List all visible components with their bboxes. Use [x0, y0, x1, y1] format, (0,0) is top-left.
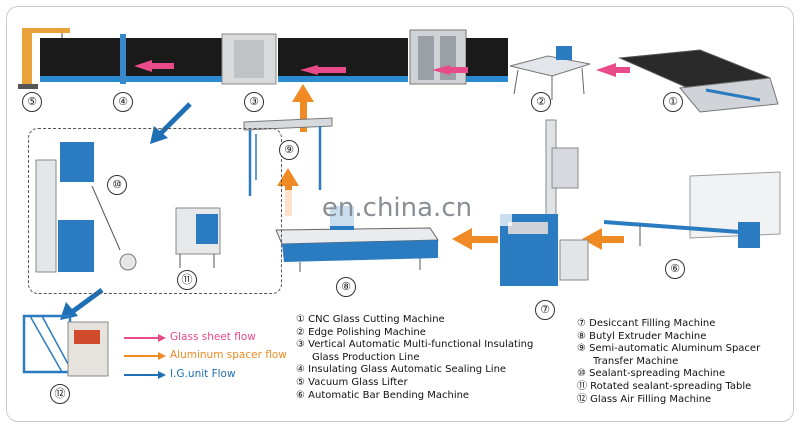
legend-glass-sheet-flow: Glass sheet flow — [170, 331, 256, 343]
top-production-line — [40, 29, 508, 85]
machine-list-item: ⑧ Butyl Extruder Machine — [577, 330, 707, 342]
machine-list-item: ⑫ Glass Air Filling Machine — [577, 393, 712, 405]
machine-list-item: ③ Vertical Automatic Multi-functional In… — [296, 339, 534, 351]
step-11-marker: ⑪ — [177, 270, 197, 290]
step-9-marker: ⑨ — [279, 140, 299, 160]
machine-list-item: ④ Insulating Glass Automatic Sealing Lin… — [296, 364, 507, 376]
step-2-marker: ② — [531, 92, 551, 112]
legend-ig-unit-flow: I.G.unit Flow — [170, 368, 236, 380]
edge-polishing-machine — [509, 46, 591, 100]
machine-list-item: Glass Production Line — [312, 351, 420, 363]
step-3-marker: ③ — [244, 92, 264, 112]
spacer-transfer-machine — [243, 117, 333, 196]
glass-air-filling-machine — [22, 314, 109, 377]
machine-list-item: ⑨ Semi-automatic Aluminum Spacer — [577, 343, 761, 355]
step-4-marker: ④ — [113, 92, 133, 112]
machine-list-item: ⑪ Rotated sealant-spreading Table — [577, 380, 752, 392]
machine-list-item: ⑦ Desiccant Filling Machine — [577, 318, 716, 329]
legend-arrows — [124, 334, 166, 379]
desiccant-filling-machine — [500, 119, 589, 286]
machine-list-right: ⑦ Desiccant Filling Machine ⑧ Butyl Extr… — [577, 318, 760, 406]
glass-flow-arrows-top — [134, 60, 630, 77]
machine-list-left: ① CNC Glass Cutting Machine ② Edge Polis… — [296, 314, 533, 402]
machine-list-item: Transfer Machine — [593, 355, 679, 367]
sealant-spreading-machine — [35, 142, 137, 273]
watermark: en.china.cn — [282, 190, 512, 226]
step-8-marker: ⑧ — [336, 277, 356, 297]
legend-aluminum-spacer-flow: Aluminum spacer flow — [170, 349, 287, 361]
step-6-marker: ⑥ — [665, 259, 685, 279]
machine-list-item: ② Edge Polishing Machine — [296, 326, 426, 338]
sealing-group-outline — [28, 128, 282, 294]
machine-list-item: ① CNC Glass Cutting Machine — [296, 314, 445, 325]
cnc-cutting-machine — [618, 49, 779, 113]
step-1-marker: ① — [663, 92, 683, 112]
step-12-marker: ⑫ — [50, 384, 70, 404]
step-7-marker: ⑦ — [535, 300, 555, 320]
machine-list-item: ⑤ Vacuum Glass Lifter — [296, 376, 408, 388]
machine-list-item: ⑩ Sealant-spreading Machine — [577, 368, 726, 380]
step-10-marker: ⑩ — [107, 175, 127, 195]
spacer-flow-arrows — [277, 84, 624, 250]
bar-bending-machine — [603, 171, 781, 248]
step-5-marker: ⑤ — [22, 92, 42, 112]
rotated-sealant-table — [175, 207, 221, 268]
machine-list-item: ⑥ Automatic Bar Bending Machine — [296, 389, 470, 401]
